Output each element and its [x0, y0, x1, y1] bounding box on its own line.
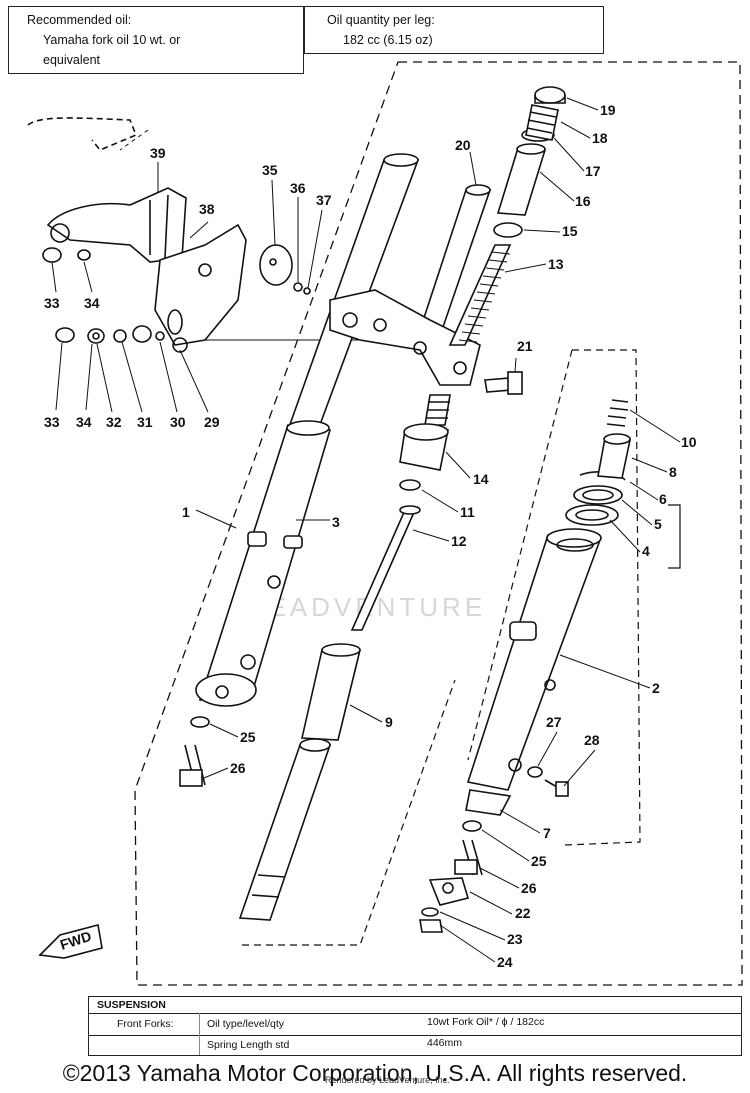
part-label-25-right: 25	[531, 853, 547, 869]
part-label-9: 9	[385, 714, 393, 730]
part-label-7: 7	[543, 825, 551, 841]
spec-divider-1	[89, 1013, 741, 1014]
part-label-28: 28	[584, 732, 600, 748]
part-label-12: 12	[451, 533, 467, 549]
part-label-27: 27	[546, 714, 562, 730]
part-label-26-left: 26	[230, 760, 246, 776]
part-label-29: 29	[204, 414, 220, 430]
oil-quantity-heading: Oil quantity per leg:	[327, 13, 435, 27]
part-label-8: 8	[669, 464, 677, 480]
spec-title: SUSPENSION	[97, 999, 166, 1011]
part-label-3: 3	[332, 514, 340, 530]
part-label-1: 1	[182, 504, 190, 520]
recommended-oil-line2: equivalent	[43, 53, 100, 67]
part-label-23: 23	[507, 931, 523, 947]
oil-quantity-box: Oil quantity per leg: 182 cc (6.15 oz)	[304, 6, 604, 54]
part-label-33-lower: 33	[44, 414, 60, 430]
part-label-22: 22	[515, 905, 531, 921]
spec-row2-value: 446mm	[427, 1037, 463, 1049]
spec-col-divider	[199, 1013, 200, 1055]
part-label-24: 24	[497, 954, 513, 970]
recommended-oil-line1: Yamaha fork oil 10 wt. or	[43, 33, 181, 47]
recommended-oil-heading: Recommended oil:	[27, 13, 132, 27]
copyright-notice: ©2013 Yamaha Motor Corporation, U.S.A. A…	[62, 1060, 688, 1086]
spec-row1-label: Front Forks:	[117, 1018, 174, 1030]
part-label-30: 30	[170, 414, 186, 430]
recommended-oil-box: Recommended oil: Yamaha fork oil 10 wt. …	[8, 6, 304, 74]
part-label-34-upper: 34	[84, 295, 100, 311]
part-label-6: 6	[659, 491, 667, 507]
part-label-11: 11	[460, 504, 475, 520]
part-label-32: 32	[106, 414, 122, 430]
part-label-18: 18	[592, 130, 608, 146]
spec-row1-item: Oil type/level/qty	[207, 1018, 285, 1030]
part-label-13: 13	[548, 256, 564, 272]
oil-quantity-value: 182 cc (6.15 oz)	[343, 33, 433, 47]
part-label-2: 2	[652, 680, 660, 696]
part-label-37: 37	[316, 192, 332, 208]
part-label-38: 38	[199, 201, 215, 217]
part-label-25-left: 25	[240, 729, 256, 745]
part-label-33-upper: 33	[44, 295, 60, 311]
spec-row1-value: 10wt Fork Oil* / ϕ / 182cc	[427, 1016, 545, 1028]
spec-divider-2	[89, 1035, 741, 1036]
part-label-10: 10	[681, 434, 697, 450]
part-label-26-right: 26	[521, 880, 537, 896]
part-label-39: 39	[150, 145, 166, 161]
part-label-21: 21	[517, 338, 533, 354]
spec-table: SUSPENSION Front Forks: Oil type/level/q…	[88, 996, 742, 1056]
part-label-14: 14	[473, 471, 489, 487]
part-label-17: 17	[585, 163, 601, 179]
part-label-34-lower: 34	[76, 414, 92, 430]
part-label-4: 4	[642, 543, 650, 559]
exploded-diagram: FWD 1 2 3 4 5 6 7 8 9 10 11 12 13 14 15 …	[27, 61, 743, 986]
rendered-by-notice: Rendered by LeadVenture, Inc.	[325, 1075, 450, 1085]
part-label-16: 16	[575, 193, 591, 209]
part-label-19: 19	[600, 102, 616, 118]
part-number-labels: 1 2 3 4 5 6 7 8 9 10 11 12 13 14 15 16 1…	[44, 102, 697, 970]
part-label-36: 36	[290, 180, 306, 196]
part-label-20: 20	[455, 137, 471, 153]
spec-row2-item: Spring Length std	[207, 1039, 290, 1051]
part-label-35: 35	[262, 162, 278, 178]
part-label-31: 31	[137, 414, 153, 430]
part-label-5: 5	[654, 516, 662, 532]
part-label-15: 15	[562, 223, 578, 239]
